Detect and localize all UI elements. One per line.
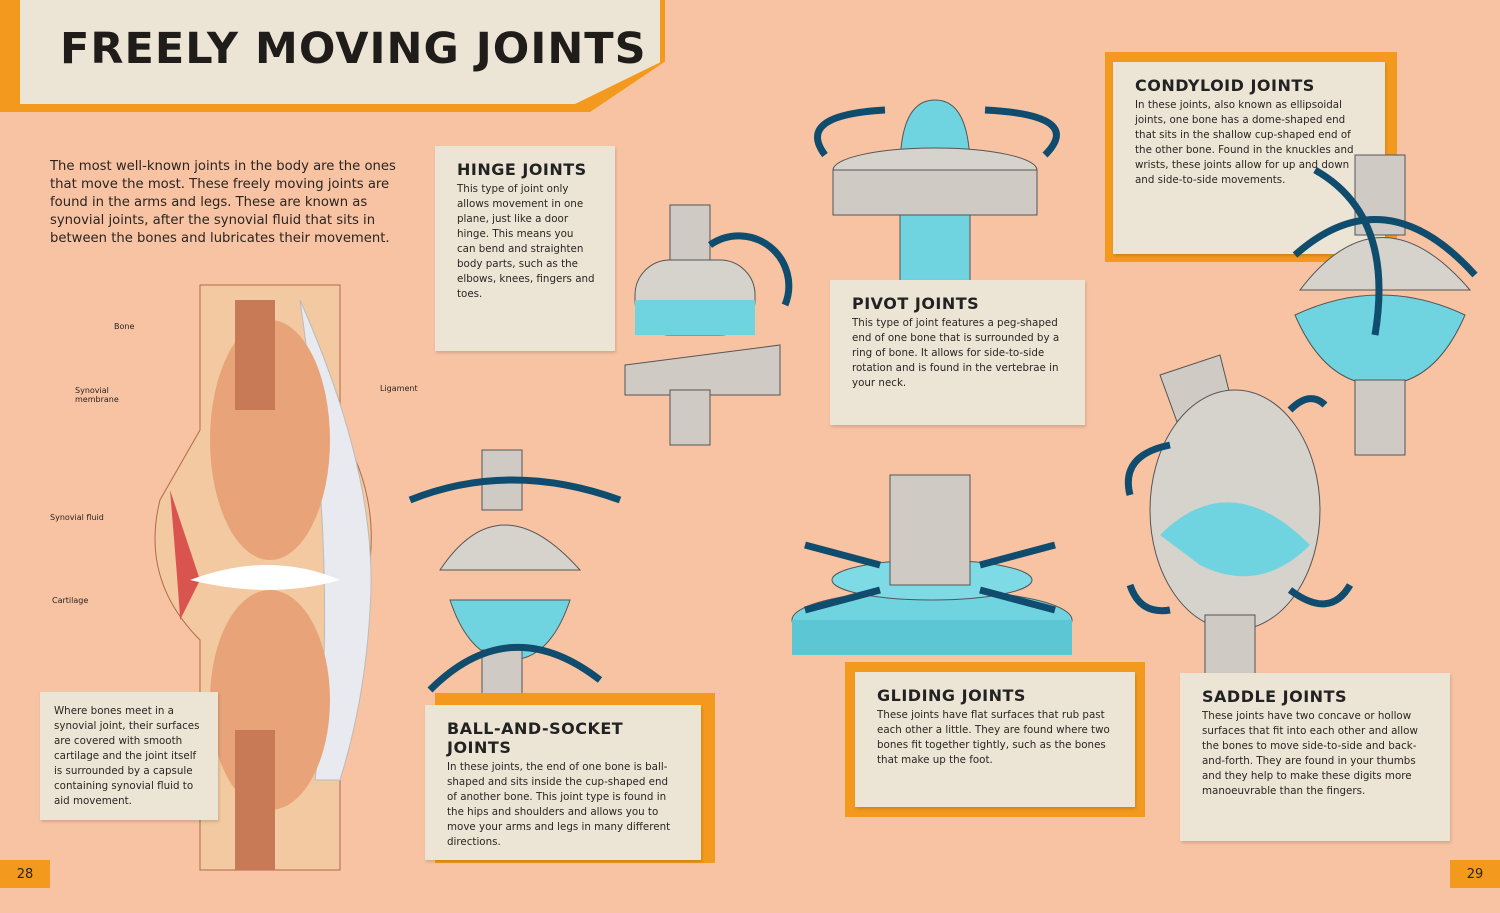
page-number-right: 29 bbox=[1450, 860, 1500, 888]
condyloid-text: In these joints, also known as ellipsoid… bbox=[1135, 99, 1354, 186]
label-synovial-fluid: Synovial fluid bbox=[50, 513, 104, 522]
hinge-joints-box: HINGE JOINTS This type of joint only allo… bbox=[435, 146, 615, 351]
gliding-joints-box: GLIDING JOINTS These joints have flat sur… bbox=[855, 672, 1135, 807]
label-bone: Bone bbox=[114, 322, 135, 331]
intro-text: The most well-known joints in the body a… bbox=[50, 159, 396, 246]
ball-title: BALL-AND-SOCKET JOINTS bbox=[447, 719, 624, 757]
saddle-joint-illustration bbox=[1124, 354, 1354, 676]
gliding-title: GLIDING JOINTS bbox=[877, 686, 1026, 705]
ball-text: In these joints, the end of one bone is … bbox=[447, 761, 671, 848]
caption-box: Where bones meet in a synovial joint, th… bbox=[40, 692, 218, 820]
condyloid-joint-illustration bbox=[1292, 154, 1478, 456]
label-synovial-membrane: Synovial membrane bbox=[75, 386, 119, 404]
saddle-joints-box: SADDLE JOINTS These joints have two conca… bbox=[1180, 673, 1450, 841]
ball-and-socket-joints-box: BALL-AND-SOCKET JOINTS In these joints, t… bbox=[425, 705, 701, 860]
ball-and-socket-illustration bbox=[408, 449, 622, 736]
pivot-text: This type of joint features a peg-shaped… bbox=[852, 317, 1060, 389]
title-banner: FREELY MOVING JOINTS bbox=[20, 0, 660, 104]
hinge-text: This type of joint only allows movement … bbox=[457, 183, 595, 300]
label-ligament: Ligament bbox=[380, 384, 418, 393]
condyloid-title: CONDYLOID JOINTS bbox=[1135, 76, 1315, 95]
gliding-text: These joints have flat surfaces that rub… bbox=[877, 709, 1110, 766]
hinge-title: HINGE JOINTS bbox=[457, 160, 587, 179]
pivot-title: PIVOT JOINTS bbox=[852, 294, 980, 313]
label-cartilage: Cartilage bbox=[52, 596, 89, 605]
pivot-joints-box: PIVOT JOINTS This type of joint features … bbox=[830, 280, 1085, 425]
gliding-joint-illustration bbox=[791, 474, 1073, 655]
hinge-joint-illustration bbox=[624, 204, 793, 446]
page-title: FREELY MOVING JOINTS bbox=[60, 24, 647, 74]
pivot-joint-illustration bbox=[814, 99, 1060, 286]
saddle-text: These joints have two concave or hollow … bbox=[1202, 710, 1418, 797]
caption-text: Where bones meet in a synovial joint, th… bbox=[54, 705, 200, 807]
saddle-title: SADDLE JOINTS bbox=[1202, 687, 1347, 706]
condyloid-joints-box: CONDYLOID JOINTS In these joints, also kn… bbox=[1113, 62, 1385, 254]
page-number-left: 28 bbox=[0, 860, 50, 888]
